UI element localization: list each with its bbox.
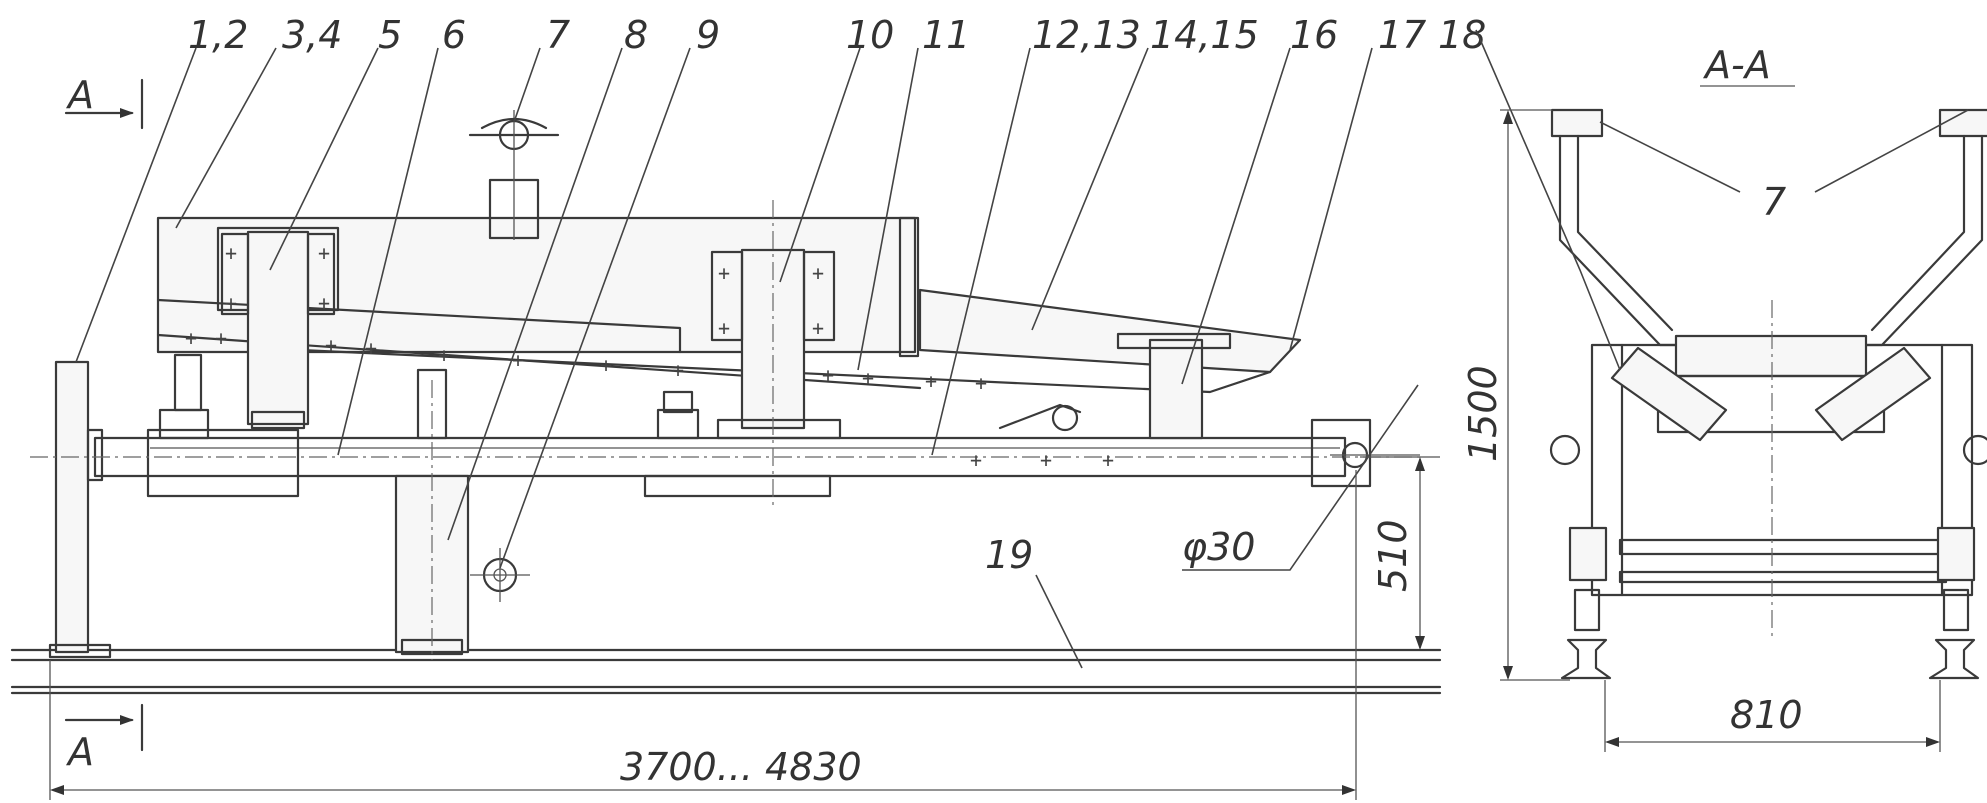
svg-text:+: + xyxy=(225,241,237,265)
dimension-diameter-text: φ30 xyxy=(1182,525,1255,569)
part-label-6: 6 xyxy=(442,13,466,57)
column-5 xyxy=(158,230,336,440)
part-label-19: 19 xyxy=(985,533,1033,577)
svg-text:+: + xyxy=(185,326,197,350)
svg-text:+: + xyxy=(970,448,982,472)
part-label-11: 11 xyxy=(922,13,970,57)
svg-text:+: + xyxy=(822,363,834,387)
svg-text:+: + xyxy=(1102,448,1114,472)
part-label-18: 18 xyxy=(1438,13,1486,57)
svg-text:+: + xyxy=(365,336,377,360)
section-hopper xyxy=(1550,108,1987,434)
svg-text:+: + xyxy=(672,358,684,382)
part-label-5: 5 xyxy=(378,13,402,57)
svg-text:+: + xyxy=(975,371,987,395)
svg-text:+: + xyxy=(438,343,450,367)
handwheel-9 xyxy=(470,548,530,602)
part-label-8: 8 xyxy=(624,13,648,57)
section-wheels xyxy=(1560,526,1980,680)
svg-text:+: + xyxy=(1040,448,1052,472)
section-rollers xyxy=(1549,346,1987,466)
svg-text:+: + xyxy=(512,348,524,372)
bolt-marks: + + + + + + + + + + + + + + + + + + + + + + + xyxy=(185,241,1114,472)
leg-8 xyxy=(394,368,470,660)
svg-text:+: + xyxy=(925,369,937,393)
block-11 xyxy=(656,390,700,440)
leader-lines xyxy=(75,47,1419,669)
main-frame xyxy=(30,428,1420,498)
svg-text:+: + xyxy=(718,316,730,340)
section-title: A-A xyxy=(1702,43,1771,87)
handwheel-7 xyxy=(468,110,560,240)
part-label-1-2: 1,2 xyxy=(188,13,248,57)
svg-text:+: + xyxy=(812,316,824,340)
svg-text:+: + xyxy=(318,291,330,315)
part-label-3-4: 3,4 xyxy=(282,13,342,57)
part-label-10: 10 xyxy=(846,13,894,57)
column-10 xyxy=(710,200,842,505)
section-view: A-A xyxy=(1461,29,1987,752)
dimension-1500-text: 1500 xyxy=(1461,365,1505,462)
side-view: + + + + + + + + + + + + + + + + + + + + + + + A A xyxy=(10,13,1486,800)
svg-text:+: + xyxy=(812,261,824,285)
dimension-810-text: 810 xyxy=(1730,693,1803,737)
part-label-17: 17 xyxy=(1378,13,1426,57)
dimension-diameter: φ30 xyxy=(1182,525,1255,569)
section-callout-label: 7 xyxy=(1762,180,1786,224)
dimension-1500: 1500 xyxy=(1461,109,1570,681)
part-label-9: 9 xyxy=(696,13,720,57)
rail-track xyxy=(10,648,1442,695)
part-label-16: 16 xyxy=(1290,13,1338,57)
dimension-810: 810 xyxy=(1604,680,1941,752)
svg-text:+: + xyxy=(225,291,237,315)
dimension-total-length: 3700... 4830 xyxy=(49,470,1357,800)
part-label-7: 7 xyxy=(546,13,570,57)
svg-text:+: + xyxy=(718,261,730,285)
section-marker-bottom: A xyxy=(64,703,144,774)
dimension-510-text: 510 xyxy=(1371,519,1415,592)
part-label-14-15: 14,15 xyxy=(1150,13,1259,57)
svg-text:+: + xyxy=(215,326,227,350)
section-marker-top: A xyxy=(64,73,144,130)
svg-text:+: + xyxy=(600,353,612,377)
dimension-510: 510 xyxy=(1360,456,1440,650)
support-16 xyxy=(1116,332,1232,440)
svg-text:+: + xyxy=(862,366,874,390)
svg-text:+: + xyxy=(325,333,337,357)
section-letter-bottom: A xyxy=(65,730,94,774)
section-letter-top: A xyxy=(65,73,94,117)
hopper xyxy=(156,178,1302,394)
left-post xyxy=(48,360,112,659)
svg-text:+: + xyxy=(318,241,330,265)
clamp xyxy=(998,403,1082,432)
part-label-12-13: 12,13 xyxy=(1032,13,1141,57)
dimension-length-text: 3700... 4830 xyxy=(620,745,862,789)
